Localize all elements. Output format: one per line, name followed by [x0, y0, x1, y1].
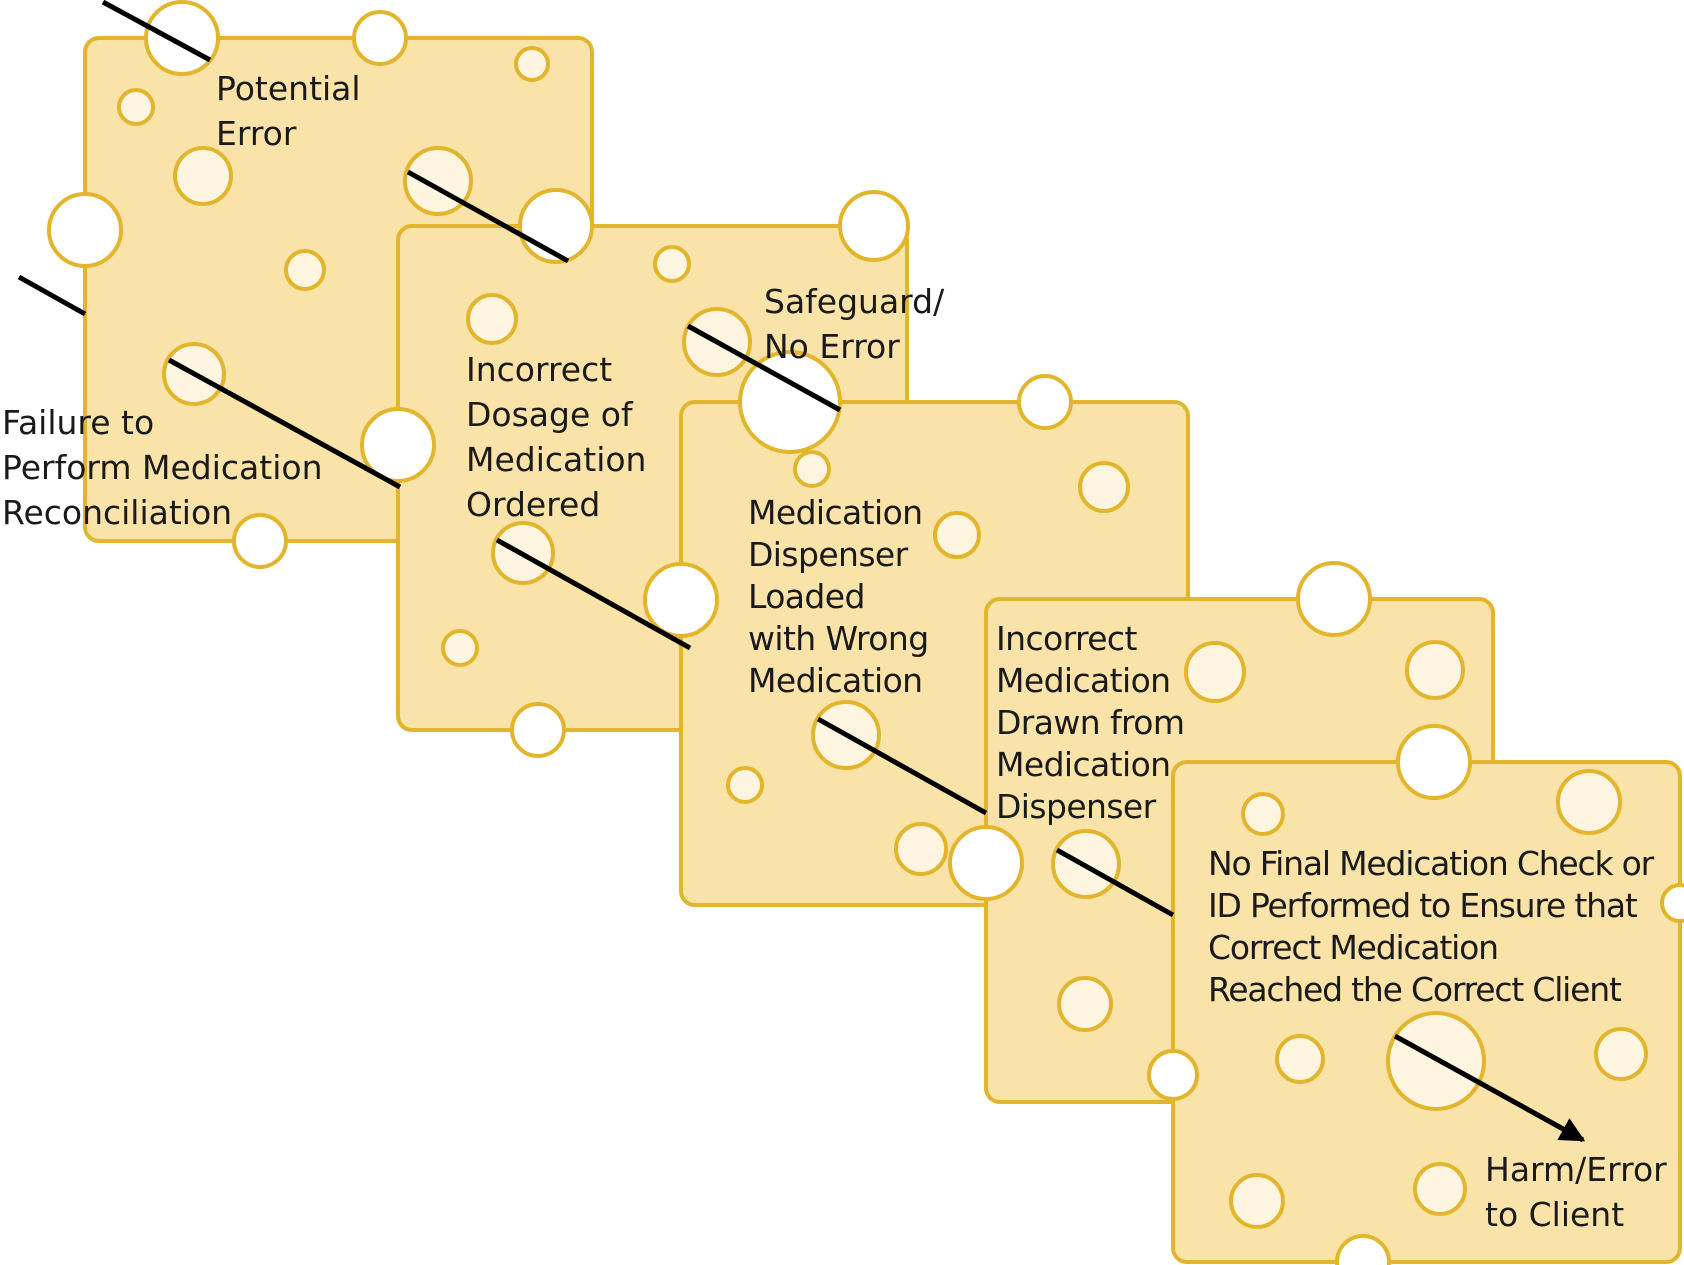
dispenser-loaded-wrong-label: Medication Dispenser Loaded with Wrong M… [748, 493, 929, 700]
hole [1057, 976, 1113, 1032]
cheese-slice-5 [1147, 724, 1684, 1265]
harm-error-to-client-label: Harm/Error to Client [1485, 1150, 1667, 1234]
hole [1275, 1034, 1325, 1084]
harm-arrow [1393, 1033, 1586, 1143]
hole [1184, 641, 1246, 703]
incorrect-medication-drawn-label: Incorrect Medication Drawn from Medicati… [996, 619, 1185, 826]
hole [894, 822, 948, 876]
hole [1078, 461, 1130, 513]
potential-error-blocked-line [406, 169, 570, 264]
hole [726, 766, 764, 804]
hole [466, 293, 518, 345]
hole [173, 146, 233, 206]
failure-path-line-3 [816, 716, 988, 816]
hole [933, 511, 981, 559]
incorrect-dosage-label: Incorrect Dosage of Medication Ordered [466, 350, 647, 524]
failure-path-line-1 [167, 357, 402, 490]
safeguard-blocked-line [686, 323, 842, 413]
hole [1594, 1027, 1648, 1081]
hole [1241, 792, 1285, 836]
hole [1413, 1162, 1467, 1216]
hole [653, 245, 691, 283]
failure-path-line-2 [495, 537, 692, 651]
potential-error-entry-line [101, 0, 212, 63]
hole [1229, 1173, 1285, 1229]
hole [1556, 769, 1622, 835]
potential-error-label: Potential Error [216, 69, 361, 153]
hole [441, 629, 479, 667]
error-trajectory-lines [17, 0, 1586, 1143]
no-final-check-label: No Final Medication Check or ID Performe… [1208, 844, 1654, 1009]
hole [793, 450, 831, 488]
failure-path-line-4 [1055, 847, 1175, 918]
safeguard-no-error-label: Safeguard/ No Error [764, 282, 945, 366]
failure-entry-line [17, 274, 87, 317]
hole [284, 249, 326, 291]
hole [514, 46, 550, 82]
failure-medication-reconciliation-label: Failure to Perform Medication Reconcilia… [2, 403, 323, 532]
hole [1405, 640, 1465, 700]
hole [117, 88, 155, 126]
